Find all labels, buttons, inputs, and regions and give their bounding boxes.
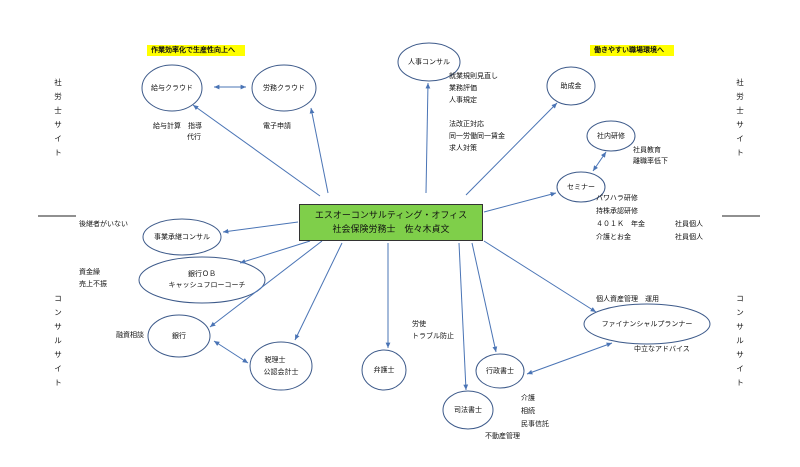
note-seminar-2: 持株承認研修 — [596, 207, 638, 215]
arrow-to-joseikin — [465, 102, 558, 196]
note-jinji-2: 業務評価 — [449, 84, 477, 92]
highlight-productivity: 作業効率化で生産性向上へ — [147, 45, 245, 56]
note-seminar-4: 介護とお金 — [596, 233, 631, 241]
node-ellipse-romu — [251, 64, 317, 112]
node-ginkou: 銀行 — [172, 332, 186, 340]
node-shiho-shoshi: 司法書士 — [454, 406, 482, 414]
note-jinji-5: 同一労働同一賃金 — [449, 132, 505, 140]
note-shiho-3: 民事信託 — [521, 420, 549, 428]
note-romu: 電子申請 — [263, 122, 291, 130]
node-ellipse-shanai — [586, 120, 636, 152]
side-label-right-top: 社 労 士 サ イ ト — [736, 78, 744, 157]
arrow-to-zeirishi — [294, 242, 343, 341]
note-yushi: 融資相談 — [116, 331, 144, 339]
note-seminar-6: 社員個人 — [675, 233, 703, 241]
note-shiho-4: 不動産管理 — [485, 432, 520, 440]
arrow-to-jigyo — [222, 221, 299, 234]
note-bengoshi-1: 労使 — [412, 320, 426, 328]
node-ellipse-zeirishi — [249, 341, 313, 391]
note-shikin-2: 売上不振 — [79, 280, 107, 288]
node-zeirishi: 税理士 — [264, 356, 286, 364]
node-ellipse-bengoshi — [361, 349, 407, 391]
arrow-ginkou-zeirishi — [213, 340, 249, 364]
node-ellipse-shiho — [442, 390, 494, 430]
note-jinji-6: 求人対策 — [449, 144, 477, 152]
side-label-right-bottom: コ ン サ ル サ イ ト — [736, 294, 744, 387]
note-jinji-1: 就業規則見直し — [449, 72, 498, 80]
note-shiho-1: 介護 — [521, 394, 535, 402]
side-label-left-top: 社 労 士 サ イ ト — [54, 78, 62, 157]
node-kyuyo-cloud: 給与クラウド — [151, 84, 193, 92]
center-office-box: エスオーコンサルティング・オフィス 社会保険労務士 佐々木貞文 — [299, 204, 483, 241]
node-jigyo-shokei: 事業承継コンサル — [154, 233, 210, 241]
arrow-to-fp — [483, 240, 597, 313]
note-kyuyo-2: 代行 — [187, 133, 201, 141]
highlight-workplace: 働きやすい職場環境へ — [590, 45, 674, 56]
node-romu-cloud: 労務クラウド — [263, 84, 305, 92]
arrow-to-jinji — [425, 82, 431, 194]
node-kaikeishi: 公認会計士 — [263, 368, 299, 376]
node-ellipse-joseikin — [546, 66, 596, 106]
node-shanai-kenshu: 社内研修 — [597, 132, 625, 140]
center-title: エスオーコンサルティング・オフィス — [314, 210, 468, 221]
node-joseikin: 助成金 — [560, 82, 582, 90]
note-seminar-1: パワハラ研修 — [596, 194, 638, 202]
note-bengoshi-2: トラブル防止 — [412, 332, 454, 340]
arrow-to-ginkou — [209, 240, 323, 328]
node-ellipse-fp — [583, 303, 711, 345]
arrow-gyosei-fp — [526, 342, 613, 375]
note-fp-2: 中立なアドバイス — [634, 345, 690, 353]
note-kyuyo-1: 給与計算 指導 — [153, 122, 202, 130]
note-seminar-3: ４０１Ｋ 年金 — [596, 220, 645, 228]
node-fp: ファイナンシャルプランナー — [601, 320, 693, 328]
node-ellipse-seminar — [556, 171, 606, 203]
note-shikin-1: 資金繰 — [79, 268, 100, 276]
note-shanai-2: 離職率低下 — [633, 157, 668, 165]
node-ellipse-kyuyo — [141, 64, 203, 112]
arrow-to-shiho — [458, 242, 469, 391]
arrow-to-romu — [309, 107, 329, 194]
node-ellipse-jigyo — [142, 218, 222, 256]
node-gyosei-shoshi: 行政書士 — [486, 367, 514, 375]
arrow-to-gyosei — [471, 242, 498, 353]
note-shiho-2: 相続 — [521, 407, 535, 415]
node-bengoshi: 弁護士 — [373, 366, 395, 374]
node-ellipse-gyosei — [475, 353, 525, 389]
arrow-to-kyuyo — [192, 104, 321, 197]
arrow-shanai-seminar — [592, 151, 607, 172]
node-ellipse-ginkou-ob — [138, 256, 266, 304]
arrow-to-ginkou-ob — [239, 240, 311, 264]
note-jinji-3: 人事規定 — [449, 96, 477, 104]
node-jinji-consul: 人事コンサル — [408, 58, 450, 66]
node-ginkou-ob: 銀行ＯＢ — [188, 270, 216, 278]
note-jigyo: 後継者がいない — [79, 220, 128, 228]
node-ellipse-jinji — [397, 42, 461, 82]
node-seminar: セミナー — [567, 183, 595, 191]
arrow-to-seminar — [483, 192, 557, 213]
note-jinji-4: 法改正対応 — [449, 120, 484, 128]
note-fp-1: 個人資産管理 運用 — [596, 295, 659, 303]
note-seminar-5: 社員個人 — [675, 220, 703, 228]
center-subtitle: 社会保険労務士 佐々木貞文 — [332, 224, 450, 235]
node-cashflow-coach: キャッシュフローコーチ — [168, 281, 246, 289]
side-label-left-bottom: コ ン サ ル サ イ ト — [54, 294, 62, 387]
note-shanai-1: 社員教育 — [633, 146, 661, 154]
node-ellipse-ginkou — [147, 314, 211, 358]
